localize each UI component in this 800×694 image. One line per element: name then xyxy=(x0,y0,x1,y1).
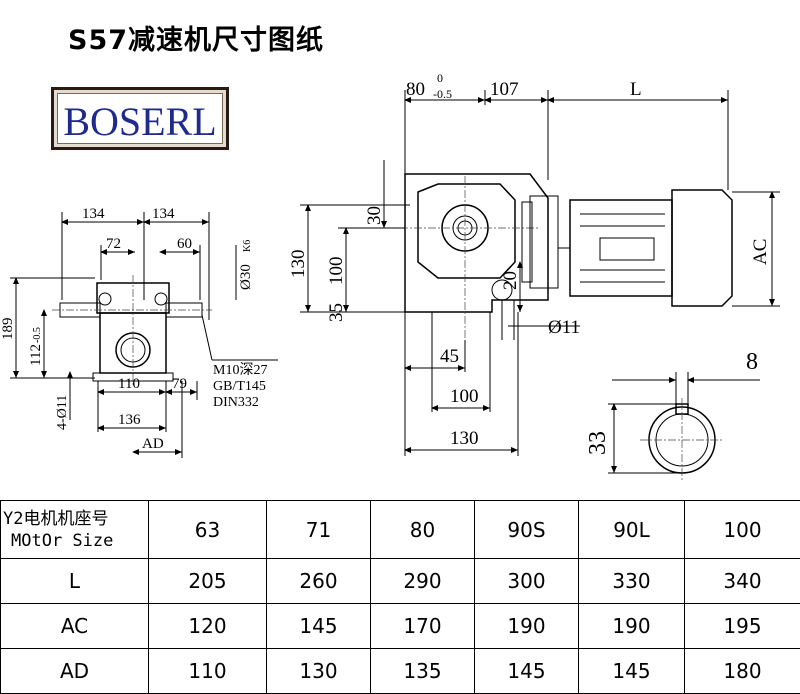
table-row: AD 110 130 135 145 145 180 xyxy=(1,649,800,694)
dim-130-width: 130 xyxy=(450,428,479,449)
value-cell: 145 xyxy=(475,649,579,694)
value-cell: 170 xyxy=(371,604,475,649)
size-cell: 80 xyxy=(371,501,475,559)
row-label: AC xyxy=(1,604,149,649)
dim-134-left: 134 xyxy=(82,206,105,222)
value-cell: 180 xyxy=(685,649,800,694)
dim-112-tol: -0.5 xyxy=(32,327,43,343)
dim-80-tol-upper: 0 xyxy=(437,71,443,85)
dim-134-right: 134 xyxy=(152,206,175,222)
size-cell: 71 xyxy=(267,501,371,559)
table-row: L 205 260 290 300 330 340 xyxy=(1,559,800,604)
dim-100-height: 100 xyxy=(326,257,347,286)
dim-20: 20 xyxy=(500,271,521,290)
value-cell: 130 xyxy=(267,649,371,694)
value-cell: 340 xyxy=(685,559,800,604)
table-header-row: Y2电机机座号 MOtOr Size 63 71 80 90S 90L 100 xyxy=(1,501,800,559)
value-cell: 300 xyxy=(475,559,579,604)
dim-ad: AD xyxy=(142,436,164,452)
value-cell: 260 xyxy=(267,559,371,604)
dim-80-tol-lower: -0.5 xyxy=(433,87,452,101)
adapter xyxy=(530,196,558,288)
value-cell: 195 xyxy=(685,604,800,649)
dim-189: 189 xyxy=(0,318,16,341)
header-label-en: MOtOr Size xyxy=(1,530,148,552)
value-cell: 120 xyxy=(149,604,267,649)
dim-shaft-dia: Ø30 xyxy=(238,264,254,290)
front-view: 80 0 -0.5 107 L AC 130 xyxy=(288,71,780,456)
dim-keyway-width: 8 xyxy=(746,349,758,375)
value-cell: 135 xyxy=(371,649,475,694)
dim-60: 60 xyxy=(177,236,192,252)
dim-hole-11: Ø11 xyxy=(548,317,580,338)
terminal-box xyxy=(600,238,654,260)
note-line-1: M10深27 xyxy=(213,362,267,378)
dim-110-base: 110 xyxy=(118,376,140,392)
dim-72: 72 xyxy=(106,236,121,252)
size-cell: 90S xyxy=(475,501,579,559)
dim-100-width: 100 xyxy=(450,386,479,407)
note-line-3: DIN332 xyxy=(213,395,259,410)
front-housing-face xyxy=(418,184,515,278)
dim-L: L xyxy=(630,79,642,100)
spec-table: Y2电机机座号 MOtOr Size 63 71 80 90S 90L 100 … xyxy=(0,500,800,694)
value-cell: 145 xyxy=(267,604,371,649)
dim-112: 112 xyxy=(28,344,44,366)
technical-drawing: 134 134 72 60 Ø30 K6 189 112 -0.5 xyxy=(0,0,800,500)
front-housing xyxy=(405,174,548,312)
header-label-cn: Y2电机机座号 xyxy=(1,508,148,530)
value-cell: 290 xyxy=(371,559,475,604)
table-row: AC 120 145 170 190 190 195 xyxy=(1,604,800,649)
size-cell: 90L xyxy=(579,501,685,559)
value-cell: 190 xyxy=(475,604,579,649)
dim-136: 136 xyxy=(118,412,141,428)
side-view: 134 134 72 60 Ø30 K6 189 112 -0.5 xyxy=(0,206,278,458)
dim-80: 80 xyxy=(406,79,425,100)
dim-holes: 4-Ø11 xyxy=(55,395,70,430)
dim-79: 79 xyxy=(172,376,187,392)
dim-130-height: 130 xyxy=(288,250,309,279)
dim-35: 35 xyxy=(326,303,347,322)
table-header-label: Y2电机机座号 MOtOr Size xyxy=(1,501,149,559)
row-label: L xyxy=(1,559,149,604)
dim-keyway-depth: 33 xyxy=(585,431,611,455)
value-cell: 205 xyxy=(149,559,267,604)
value-cell: 190 xyxy=(579,604,685,649)
size-cell: 100 xyxy=(685,501,800,559)
value-cell: 110 xyxy=(149,649,267,694)
dim-45: 45 xyxy=(440,346,459,367)
dim-shaft-tol: K6 xyxy=(242,240,253,252)
note-line-2: GB/T145 xyxy=(213,379,266,394)
row-label: AD xyxy=(1,649,149,694)
keyway-section: 8 33 xyxy=(585,349,760,482)
value-cell: 145 xyxy=(579,649,685,694)
size-cell: 63 xyxy=(149,501,267,559)
dim-30: 30 xyxy=(364,206,385,225)
dim-ac: AC xyxy=(750,239,771,265)
motor-fan-cover xyxy=(672,190,732,306)
value-cell: 330 xyxy=(579,559,685,604)
dim-107: 107 xyxy=(490,79,519,100)
